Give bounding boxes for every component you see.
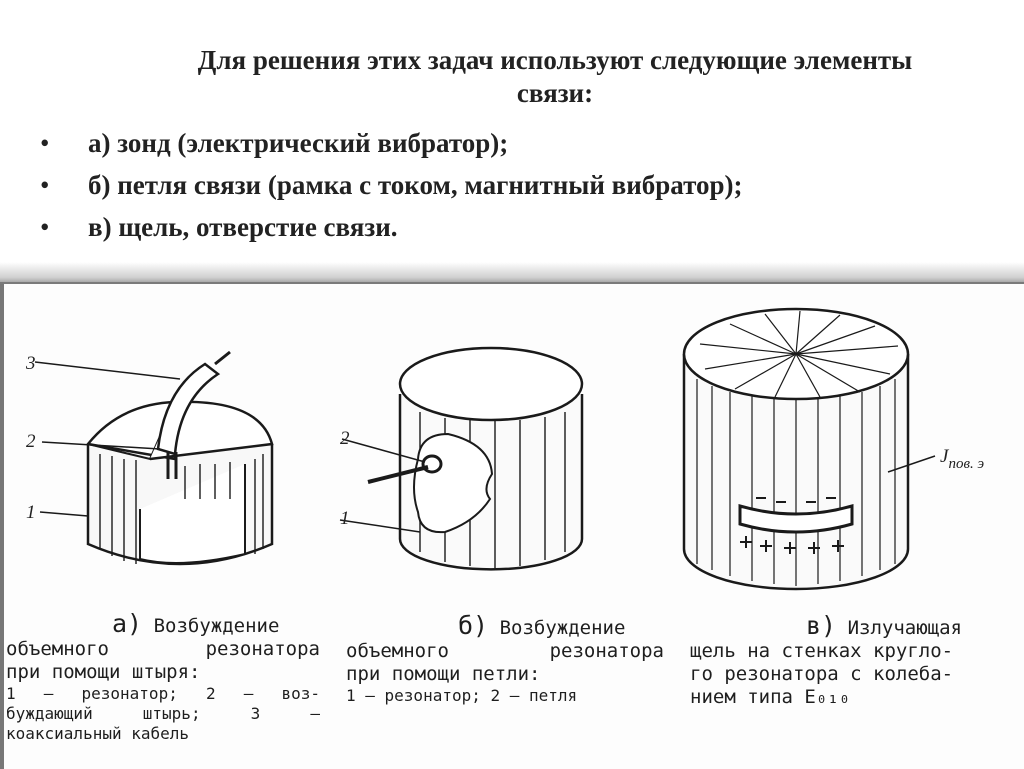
wall-current-lines (696, 379, 896, 586)
figure-b-caption: б) Возбуждение объемного резонатора при … (346, 611, 664, 706)
figure-b-loop-resonator (339, 346, 584, 571)
bullet-list: • а) зонд (электрический вибратор); • б) п… (40, 128, 743, 254)
figure-a-caption-head: Возбуждение (153, 615, 280, 637)
figure-a-legend-line3: коаксиальный кабель (6, 724, 190, 743)
figure-a-label-2: 2 (26, 431, 36, 452)
figure-b-caption-head: Возбуждение (499, 617, 626, 639)
figure-a-legend-line2: буждающий штырь; 3 — (6, 704, 320, 723)
figure-c-caption-line4: нием типа E₀₁₀ (690, 686, 851, 708)
figure-b-caption-letter: б) (458, 611, 489, 640)
figure-b-caption-line3: при помощи петли: (346, 663, 541, 685)
resonator-figures: 3 2 1 2 1 (25, 307, 984, 591)
figure-b-legend-line1: 1 — резонатор; 2 — петля (346, 686, 578, 705)
figure-c-slot-resonator (682, 307, 936, 591)
bullet-dot: • (40, 170, 50, 200)
figure-b-label-1: 1 (340, 508, 350, 529)
figure-a-caption-line3: при помощи штыря: (6, 661, 201, 683)
bullet-text-slot: в) щель, отверстие связи. (88, 212, 398, 242)
figure-a-label-3: 3 (25, 353, 36, 374)
figure-a-probe-resonator (34, 350, 274, 566)
top-radial-field-lines (699, 310, 899, 398)
slide-heading: Для решения этих задач используют следую… (197, 45, 913, 108)
figure-b-label-2: 2 (340, 428, 350, 449)
image-shadow (0, 262, 1024, 284)
figure-a-caption-letter: а) (112, 609, 143, 638)
figure-a-label-1: 1 (26, 502, 36, 523)
figure-c-caption-head: Излучающая (847, 617, 962, 639)
figure-c-caption-line2: щель на стенках кругло- (690, 640, 954, 662)
bullet-text-probe: а) зонд (электрический вибратор); (88, 128, 509, 158)
bullet-item-loop: • б) петля связи (рамка с током, магнитны… (40, 170, 743, 212)
figure-a-caption: а) Возбуждение объемного резонатора при … (6, 609, 320, 744)
bullet-item-probe: • а) зонд (электрический вибратор); (40, 128, 743, 170)
slot-minus-charges (756, 497, 836, 503)
figure-c-caption-letter: в) (806, 611, 837, 640)
bullet-text-loop: б) петля связи (рамка с током, магнитный… (88, 170, 743, 200)
figure-c-current-label: Jпов. э (940, 446, 984, 472)
figure-a-caption-line2: объемного резонатора (6, 638, 320, 660)
figure-c-caption-line3: го резонатора с колеба- (690, 663, 954, 685)
figure-panel: 3 2 1 2 1 (0, 282, 1024, 769)
figure-b-caption-line2: объемного резонатора (346, 640, 664, 662)
bullet-dot: • (40, 212, 50, 242)
bullet-item-slot: • в) щель, отверстие связи. (40, 212, 743, 254)
slot-plus-charges (740, 536, 844, 554)
figure-a-legend-line1: 1 — резонатор; 2 — воз- (6, 684, 320, 703)
figure-c-caption: в) Излучающая щель на стенках кругло- го… (690, 611, 1020, 709)
slide-text-area: Для решения этих задач используют следую… (0, 0, 1024, 270)
bullet-dot: • (40, 128, 50, 158)
